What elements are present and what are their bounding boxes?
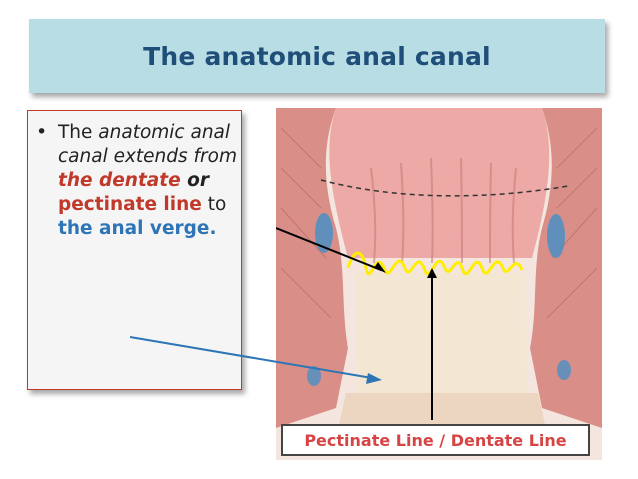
title-box: The anatomic anal canal	[29, 19, 605, 93]
dentate-pointer-head	[374, 262, 386, 273]
bullet-text: The anatomic anal canal extends from the…	[58, 121, 238, 241]
anorectal-junction-dashed-line	[320, 179, 569, 197]
right-tissue	[530, 108, 602, 428]
left-gland	[315, 213, 333, 253]
diagram-caption-box: Pectinate Line / Dentate Line	[281, 424, 590, 456]
anal-verge-term: the anal verge.	[58, 218, 217, 239]
anoderm	[356, 273, 528, 393]
lower-left-gland	[307, 366, 321, 386]
lower-right-gland	[557, 360, 571, 380]
diagram-caption: Pectinate Line / Dentate Line	[304, 430, 567, 450]
pectinate-term: pectinate line	[58, 194, 202, 215]
bullet-marker: •	[36, 121, 48, 143]
bullet-part-or: or	[180, 170, 209, 191]
bullet-part-2: anatomic anal canal extends from	[58, 122, 238, 167]
rectal-mucosa	[329, 108, 550, 258]
anal-canal-illustration	[276, 108, 602, 460]
bullet-part-to: to	[201, 194, 227, 215]
right-gland	[547, 214, 565, 258]
pectinate-pointer-head	[427, 268, 437, 278]
dentate-term: the dentate	[58, 170, 181, 191]
bullet-part-1: The	[58, 122, 99, 143]
slide-title: The anatomic anal canal	[143, 41, 491, 71]
bullet-box: • The anatomic anal canal extends from t…	[27, 110, 242, 390]
dentate-pointer-line	[276, 227, 382, 271]
pectinate-wavy-line	[346, 251, 524, 276]
